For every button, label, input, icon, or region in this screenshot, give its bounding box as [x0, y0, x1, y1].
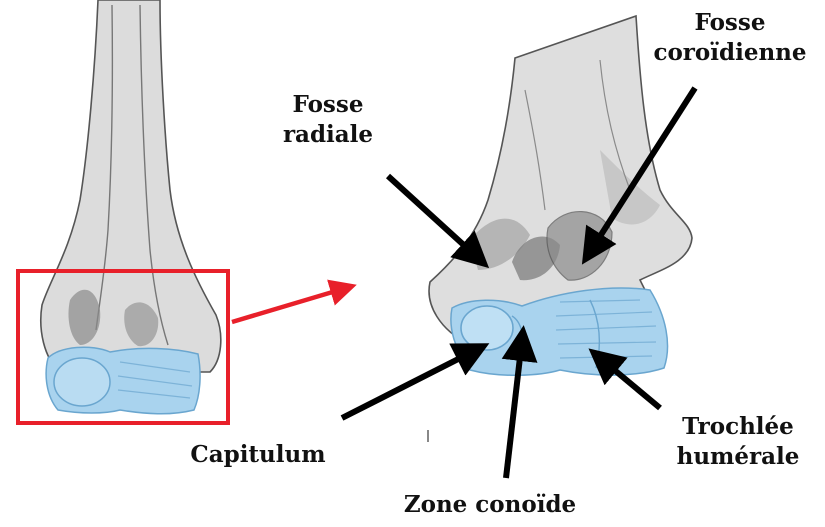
- label-zone-conoide: Zone conoïde: [380, 490, 600, 520]
- arrow-fosse-radiale: [388, 176, 478, 258]
- label-trochlee-humerale: Trochlée humérale: [658, 412, 818, 472]
- zoomed-capitulum: [461, 306, 513, 350]
- label-fosse-radiale: Fosse radiale: [258, 90, 398, 150]
- left-capitulum: [54, 358, 110, 406]
- label-fosse-coroidienne: Fosse coroïdienne: [640, 8, 820, 68]
- left-humerus: [41, 0, 221, 414]
- arrow-capitulum: [342, 350, 476, 418]
- label-capitulum: Capitulum: [178, 440, 338, 470]
- zoom-arrow: [232, 288, 346, 322]
- zoomed-humerus: [428, 16, 692, 442]
